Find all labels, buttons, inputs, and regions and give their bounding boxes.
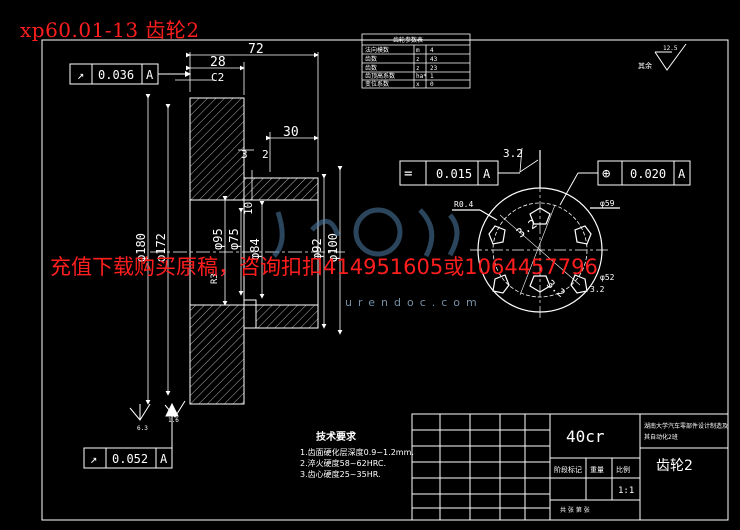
fcf-position-datum: A (678, 167, 686, 181)
param-row-name: 变位系数 (365, 80, 389, 88)
param-row-sym: z (416, 65, 420, 72)
dim-phi172: φ172 (154, 233, 168, 262)
fcf-position-value: 0.020 (630, 167, 666, 181)
section-dim-text: 72 28 C2 30 3 2 10 φ180 φ172 φ95 φ75 φ84… (134, 42, 340, 284)
spline-end-view (452, 147, 620, 320)
param-row-val: 23 (430, 65, 438, 72)
fcf-top-symbol: ↗ (77, 68, 84, 82)
roughness-6-3: 6.3 (137, 425, 148, 432)
dim-r3: R3 (210, 273, 220, 284)
fcf-parallel-value: 0.015 (436, 167, 472, 181)
school-name: 湖南大学汽车零部件设计制造及 (644, 422, 728, 430)
gear-section-view (150, 97, 345, 405)
tech-title: 技术要求 (316, 430, 357, 443)
roughness-3-2-b: 3.2 (514, 217, 540, 241)
param-row-name: 齿数 (365, 64, 377, 72)
project-name: 其自动化2班 (644, 433, 678, 441)
dim-phi52: φ52 (600, 273, 615, 282)
general-roughness (654, 43, 687, 71)
dim-phi84: φ84 (248, 238, 262, 260)
dim-3: 3 (241, 148, 248, 161)
param-row-sym: z (416, 56, 420, 63)
title-block (411, 413, 729, 521)
fcf-top-datum: A (146, 68, 154, 82)
drawing-border (41, 39, 729, 521)
dim-phi92: φ92 (310, 238, 324, 260)
section-dimensions (145, 52, 343, 405)
scale-label: 比例 (616, 465, 630, 474)
param-row-name: 法向模数 (365, 46, 389, 54)
dim-10: 10 (242, 202, 255, 215)
fcf-parallel-datum: A (483, 167, 491, 181)
tech-line: 3.齿心硬度25~35HR. (300, 469, 381, 479)
dim-r0-4: R0.4 (454, 200, 473, 209)
roughness-3-2-d: 3.2 (590, 285, 605, 294)
roughness-12-5: 12.5 (663, 45, 678, 52)
roughness-other-label: 其余 (638, 61, 652, 70)
watermark-logo (272, 207, 460, 258)
fcf-bottom-value: 0.052 (112, 452, 148, 466)
dim-phi75: φ75 (227, 228, 241, 250)
param-header: 齿轮参数表 (393, 36, 423, 44)
tech-line: 2.淬火硬度58~62HRC. (300, 458, 386, 468)
scale-value: 1:1 (618, 486, 634, 496)
watermark-title: xp60.01-13 齿轮2 (20, 18, 200, 42)
fcf-bottom-datum: A (160, 452, 168, 466)
dim-72: 72 (248, 42, 264, 57)
param-row-sym: ha* (416, 73, 427, 80)
roughness-1-6: 1.6 (168, 417, 179, 424)
fcf-position-symbol: ⊕ (602, 166, 611, 182)
param-row-sym: x (416, 81, 420, 88)
stage-label: 阶段标记 (554, 465, 582, 474)
part-name: 齿轮2 (656, 458, 693, 474)
tech-line: 1.齿面硬化层深度0.9~1.2mm. (300, 447, 414, 457)
fcf-bottom-symbol: ↗ (90, 452, 97, 466)
fcf-runout-top (69, 63, 191, 85)
dim-phi180: φ180 (134, 233, 148, 262)
dim-30: 30 (283, 125, 299, 140)
param-table-text: 齿轮参数表 法向模数 m 4 齿数 z 43 齿数 z 23 齿顶高系数 ha*… (365, 36, 438, 88)
param-row-val: 0 (430, 81, 434, 88)
fcf-runout-bottom (83, 402, 179, 469)
roughness-3-2-a: 3.2 (503, 147, 523, 160)
dim-phi100: φ100 (326, 233, 340, 262)
fcf-parallel-symbol: = (404, 166, 412, 182)
dim-2: 2 (262, 148, 269, 161)
material: 40cr (566, 427, 605, 446)
fcf-parallel (399, 160, 520, 186)
watermark-banner: 充值下载购买原稿，咨询扣扣414951605或1064457796 (50, 255, 598, 279)
param-row-val: 1 (430, 73, 434, 80)
param-row-name: 齿顶高系数 (365, 72, 395, 80)
param-row-val: 4 (430, 47, 434, 54)
dim-28: 28 (210, 55, 226, 70)
dim-phi95: φ95 (211, 228, 225, 250)
param-row-name: 齿数 (365, 55, 377, 63)
param-row-sym: m (416, 47, 420, 54)
fcf-top-value: 0.036 (98, 68, 134, 82)
param-row-val: 43 (430, 56, 438, 63)
gear-parameter-table (361, 33, 471, 89)
watermark-site: urendoc.com (345, 296, 483, 309)
fcf-position (559, 160, 691, 206)
dim-phi59: φ59 (600, 199, 615, 208)
roughness-symbols-bottom (129, 400, 186, 421)
dim-c2: C2 (211, 71, 224, 84)
sheets-label: 共 张 第 张 (560, 506, 590, 514)
weight-label: 重量 (590, 466, 604, 474)
